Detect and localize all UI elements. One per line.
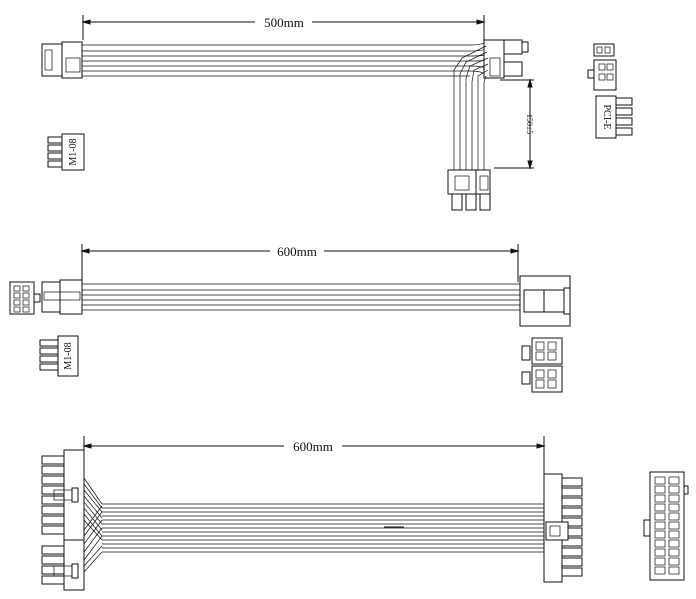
cable-3-left-connector	[41, 449, 85, 591]
cable-1-left-connector	[41, 41, 83, 79]
cable-2-m1-08-label: M1-08	[63, 342, 74, 369]
cable-1: 500mm	[41, 15, 633, 211]
cable-2-wire-bundle	[82, 283, 520, 311]
cable-1-dimension-label: 500mm	[264, 15, 304, 30]
cable-1-right-connector	[483, 39, 529, 79]
cable-2-left-end-view	[9, 281, 41, 315]
cable-1-pcie-label: PCI-E	[601, 105, 612, 130]
cable-2-dimension-line	[80, 244, 520, 282]
cable-1-side-dimension-label: 150±5	[525, 114, 534, 134]
cable-3-wire-crossing	[83, 477, 103, 573]
cable-1-side-dimension	[494, 78, 534, 170]
cable-1-m1-08-connector	[47, 133, 85, 171]
cable-3-wire-bundle	[102, 503, 544, 553]
cable-1-pcie-end-view	[587, 43, 617, 91]
cable-2-dimension-label: 600mm	[277, 244, 317, 259]
cable-2-left-connector	[41, 279, 83, 315]
cable-1-wire-bundle	[82, 41, 489, 77]
cable-2: 600mm	[9, 244, 571, 393]
cable-1-pcie-6plus2-connector	[447, 169, 491, 211]
cable-2-right-connector	[519, 275, 571, 327]
cable-2-end-view-top	[521, 337, 563, 365]
cable-1-m1-08-label: M1-08	[68, 138, 79, 165]
cable-1-pcie-side-view	[595, 95, 633, 139]
cable-1-dimension-line	[81, 15, 486, 40]
cable-2-end-view-bottom	[521, 365, 563, 393]
cable-3-24pin-end-view	[643, 471, 689, 581]
cable-3: 600mm	[41, 436, 689, 591]
cable-2-m1-08-connector	[39, 335, 79, 377]
cable-1-branch-wires	[453, 45, 489, 170]
cable-3-right-connector	[543, 473, 583, 583]
cable-3-dimension-label: 600mm	[293, 439, 333, 454]
